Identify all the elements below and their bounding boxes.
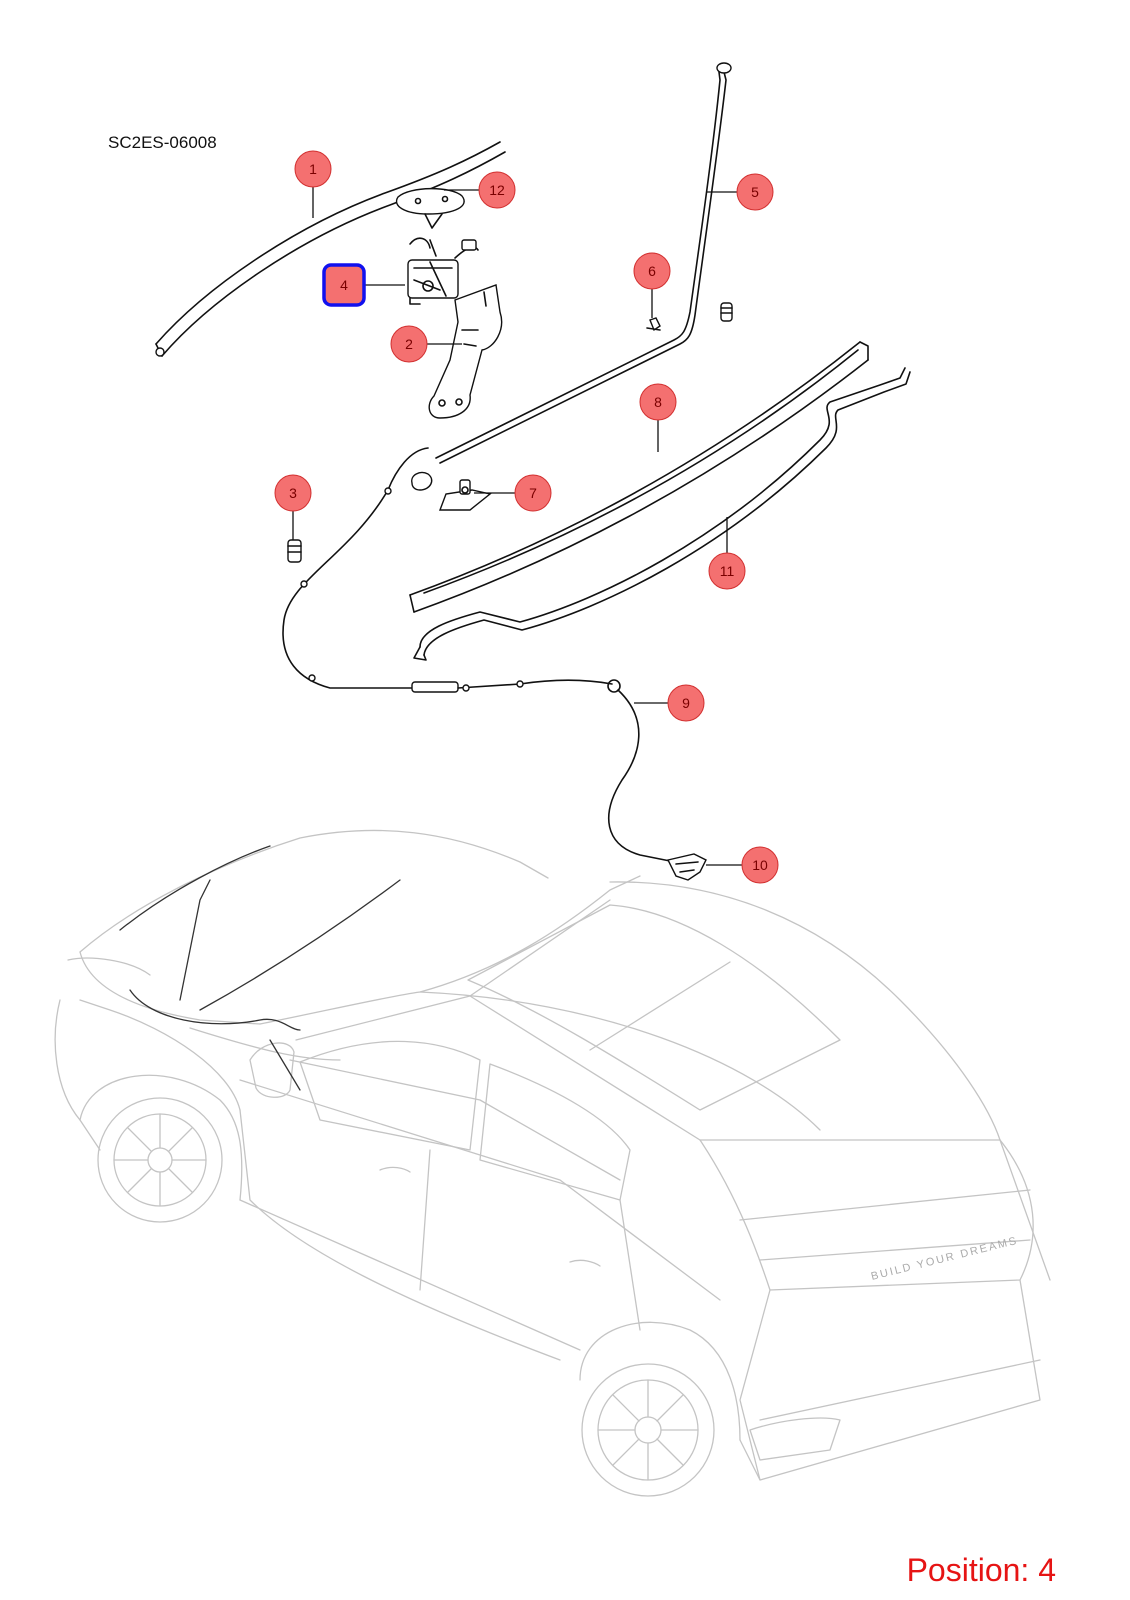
callout-6[interactable]: 6	[633, 252, 671, 318]
callout-12-bubble	[478, 171, 516, 209]
part-8-front-seal[interactable]	[409, 341, 869, 613]
part-10-release-handle[interactable]	[666, 853, 707, 881]
callout-11-label: 11	[720, 563, 735, 579]
car-outline-drawing	[54, 829, 1051, 1497]
part-4-hood-latch[interactable]	[407, 237, 479, 305]
callout-9-bubble	[667, 684, 705, 722]
part-6-clip[interactable]	[646, 317, 661, 332]
callout-1-bubble	[294, 150, 332, 188]
selected-callout-highlight	[322, 263, 366, 307]
callout-8[interactable]: 8	[639, 383, 677, 452]
part-6b-bumper[interactable]	[720, 302, 733, 322]
callout-1[interactable]: 1	[294, 150, 332, 218]
callout-8-bubble	[639, 383, 677, 421]
part-3-bumper-stop[interactable]	[287, 539, 302, 563]
part-11-seal-strip[interactable]	[413, 367, 911, 661]
callout-12-label: 12	[489, 182, 505, 198]
callout-4[interactable]: 4	[322, 263, 405, 307]
callout-10-bubble	[741, 846, 779, 884]
part-1-hood-seal-strip[interactable]	[155, 141, 506, 357]
callout-7[interactable]: 7	[474, 474, 552, 512]
callout-9-label: 9	[682, 695, 690, 711]
part-12-hood-bumper-plate[interactable]	[395, 187, 465, 229]
callout-1-label: 1	[309, 161, 317, 177]
callout-12[interactable]: 12	[444, 171, 516, 209]
callout-10[interactable]: 10	[706, 846, 779, 884]
callout-2-label: 2	[405, 336, 413, 352]
part-9-release-cable[interactable]	[282, 447, 676, 863]
callout-8-label: 8	[654, 394, 662, 410]
brand-lettering: BUILD YOUR DREAMS	[870, 1235, 1020, 1283]
callout-9[interactable]: 9	[634, 684, 705, 722]
part-2-latch-bracket[interactable]	[428, 284, 503, 419]
callout-6-label: 6	[648, 263, 656, 279]
callout-3-label: 3	[289, 485, 297, 501]
callout-7-label: 7	[529, 485, 537, 501]
callout-7-bubble	[514, 474, 552, 512]
callout-5-bubble	[736, 173, 774, 211]
callout-10-label: 10	[752, 857, 768, 873]
callout-5[interactable]: 5	[707, 173, 774, 211]
position-label: Position: 4	[907, 1552, 1056, 1588]
callout-2-bubble	[390, 325, 428, 363]
callout-11-bubble	[708, 552, 746, 590]
callout-5-label: 5	[751, 184, 759, 200]
callout-6-bubble	[633, 252, 671, 290]
callout-11[interactable]: 11	[708, 517, 746, 590]
callout-3-bubble	[274, 474, 312, 512]
callout-3[interactable]: 3	[274, 474, 312, 540]
part-5-hood-prop-rod[interactable]	[411, 62, 732, 491]
diagram-code-label: SC2ES-06008	[108, 133, 217, 152]
part-7-rod-holder-clip[interactable]	[438, 479, 492, 511]
callout-4-label: 4	[340, 277, 348, 293]
callout-2[interactable]: 2	[390, 325, 462, 363]
